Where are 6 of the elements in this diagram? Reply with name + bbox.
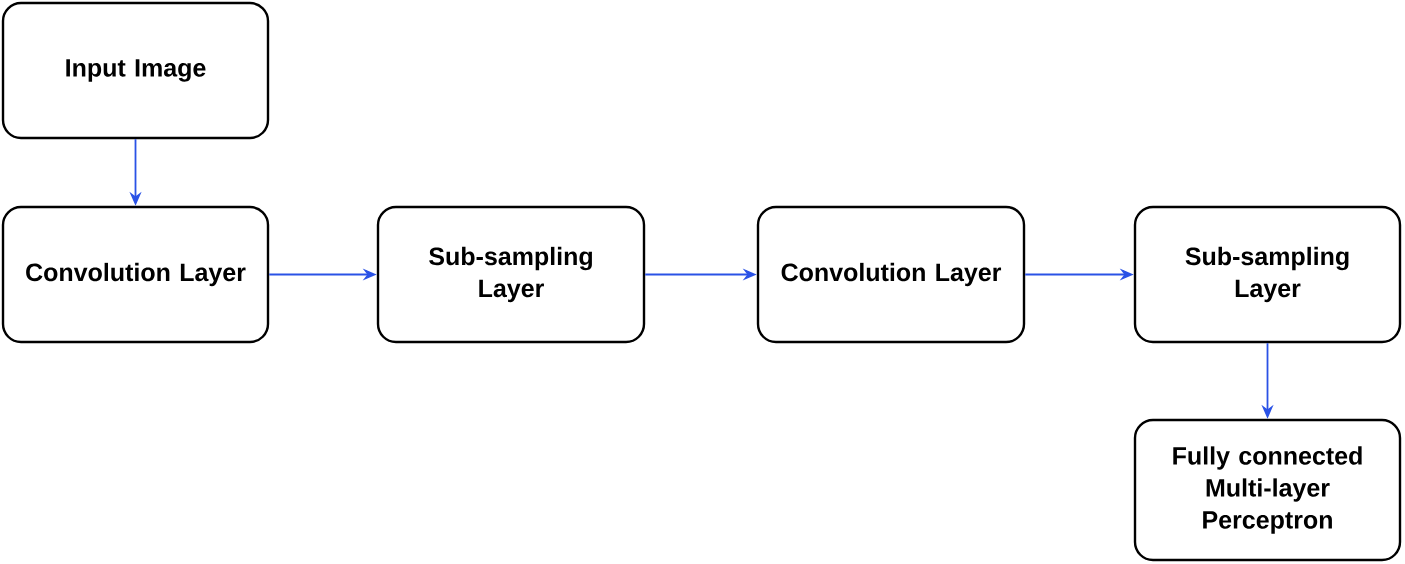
layer-box: Input Image	[1, 1, 270, 140]
layer-box: Fully connected Multi-layer Perceptron	[1133, 418, 1402, 562]
layer-box: Sub-sampling Layer	[376, 205, 646, 344]
layer-box: Sub-sampling Layer	[1133, 205, 1402, 344]
layer-box: Convolution Layer	[756, 205, 1026, 344]
layer-box: Convolution Layer	[1, 205, 270, 344]
